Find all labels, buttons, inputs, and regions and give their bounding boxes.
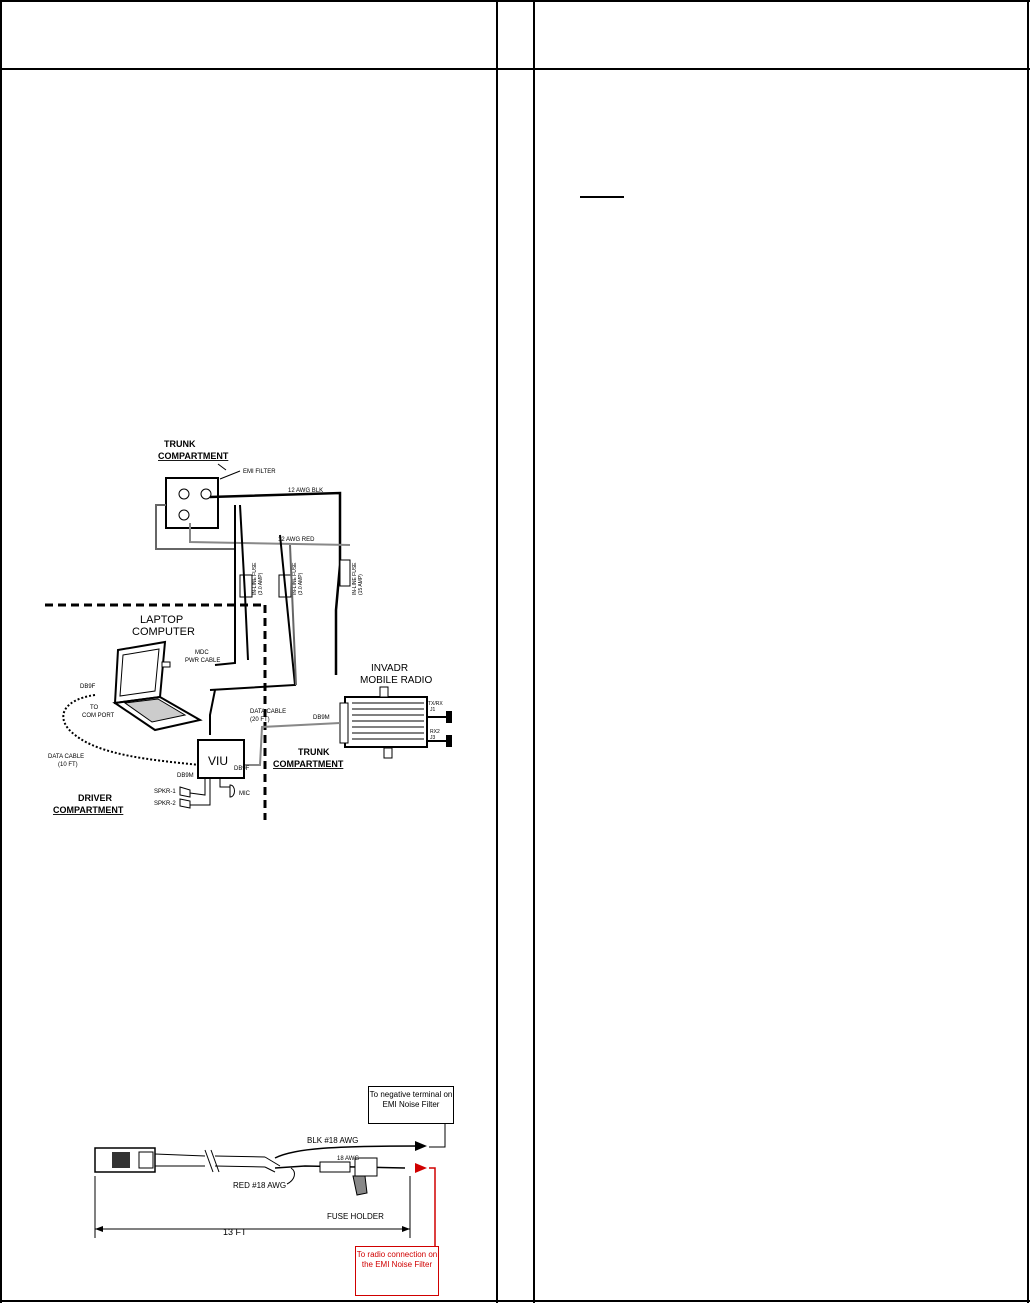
- radio-line2: MOBILE RADIO: [360, 675, 432, 686]
- to-com-line2: COM PORT: [82, 713, 115, 719]
- frame-top-rule: [0, 0, 1030, 2]
- spkr1-label: SPKR-1: [154, 789, 176, 795]
- fuse-a-line2: (3.0 AMP): [258, 572, 264, 595]
- right-column-rule: [533, 0, 535, 1303]
- mic-label: MIC: [239, 791, 251, 797]
- laptop-icon: [112, 640, 203, 732]
- mdc-line1: MDC: [195, 650, 209, 656]
- data-cable-10-line2: (10 FT): [58, 762, 78, 768]
- red-label: RED #18 AWG: [233, 1181, 286, 1190]
- to-com-line1: TO: [90, 705, 99, 711]
- radio-line1: INVADR: [371, 663, 408, 674]
- db9f-left: DB9F: [80, 684, 96, 690]
- driver-line2: COMPARTMENT: [53, 805, 124, 815]
- length-label: 13 FT: [223, 1227, 247, 1237]
- viu-label: VIU: [208, 754, 228, 768]
- trunk-top-line2: COMPARTMENT: [158, 451, 229, 461]
- txrx-line1: TX/RX: [428, 701, 443, 707]
- blank-underline: [580, 196, 624, 198]
- db9m-viu: DB9M: [177, 773, 194, 779]
- laptop-line1: LAPTOP: [140, 614, 183, 626]
- fuse-holder-label: FUSE HOLDER: [327, 1212, 384, 1221]
- emi-filter-box: [165, 477, 219, 529]
- fuse-c-line1: IN-LINE FUSE: [352, 562, 358, 595]
- negative-terminal-callout-text: To negative terminal on EMI Noise Filter: [369, 1090, 453, 1109]
- txrx-line2: J1: [430, 707, 436, 713]
- rx2-line2: J3: [430, 735, 436, 741]
- spkr2-label: SPKR-2: [154, 801, 176, 807]
- blk-label: BLK #18 AWG: [307, 1136, 358, 1145]
- radio-connection-callout: To radio connection on the EMI Noise Fil…: [355, 1246, 439, 1296]
- trunk-bottom-line1: TRUNK: [298, 747, 330, 757]
- emi-filter-label: EMI FILTER: [243, 469, 276, 475]
- frame-right-rule: [1027, 0, 1029, 1303]
- negative-terminal-callout: To negative terminal on EMI Noise Filter: [368, 1086, 454, 1124]
- laptop-line2: COMPUTER: [132, 626, 195, 638]
- left-column-rule: [496, 0, 498, 1303]
- awg-blk-label: 12 AWG BLK: [288, 488, 323, 494]
- rx2-line1: RX2: [430, 729, 440, 735]
- viu-box: [197, 739, 245, 779]
- fuse-b-line1: IN-LINE FUSE: [292, 562, 298, 595]
- power-cable-diagram: BLK #18 AWG 18 AWG RED #18 AWG FUSE HOLD…: [94, 1118, 446, 1265]
- trunk-bottom-line2: COMPARTMENT: [273, 759, 344, 769]
- radio-icon: [339, 686, 428, 759]
- wiring-diagram: TRUNK COMPARTMENT EMI FILTER 12 AWG BLK …: [45, 439, 452, 820]
- data-cable-20-line2: (20 FT): [250, 717, 270, 723]
- frame-bottom-rule: [0, 1300, 1030, 1302]
- fuse-a-line1: IN-LINE FUSE: [252, 562, 258, 595]
- radio-connection-callout-text: To radio connection on the EMI Noise Fil…: [356, 1250, 438, 1269]
- mdc-line2: PWR CABLE: [185, 658, 220, 664]
- data-cable-10-line1: DATA CABLE: [48, 754, 84, 760]
- awg18-label: 18 AWG: [337, 1156, 359, 1162]
- driver-line1: DRIVER: [78, 793, 113, 803]
- awg-red-label: 12 AWG RED: [278, 537, 315, 543]
- data-cable-20-line1: DATA CABLE: [250, 709, 286, 715]
- trunk-top-line1: TRUNK: [164, 439, 196, 449]
- fuse-c-line2: (15 AMP): [358, 574, 364, 595]
- db9m-right: DB9M: [313, 715, 330, 721]
- db9f-viu: DB9F: [234, 766, 250, 772]
- frame-left-rule: [0, 0, 2, 1303]
- frame-header-rule: [0, 68, 1030, 70]
- fuse-b-line2: (3.0 AMP): [298, 572, 304, 595]
